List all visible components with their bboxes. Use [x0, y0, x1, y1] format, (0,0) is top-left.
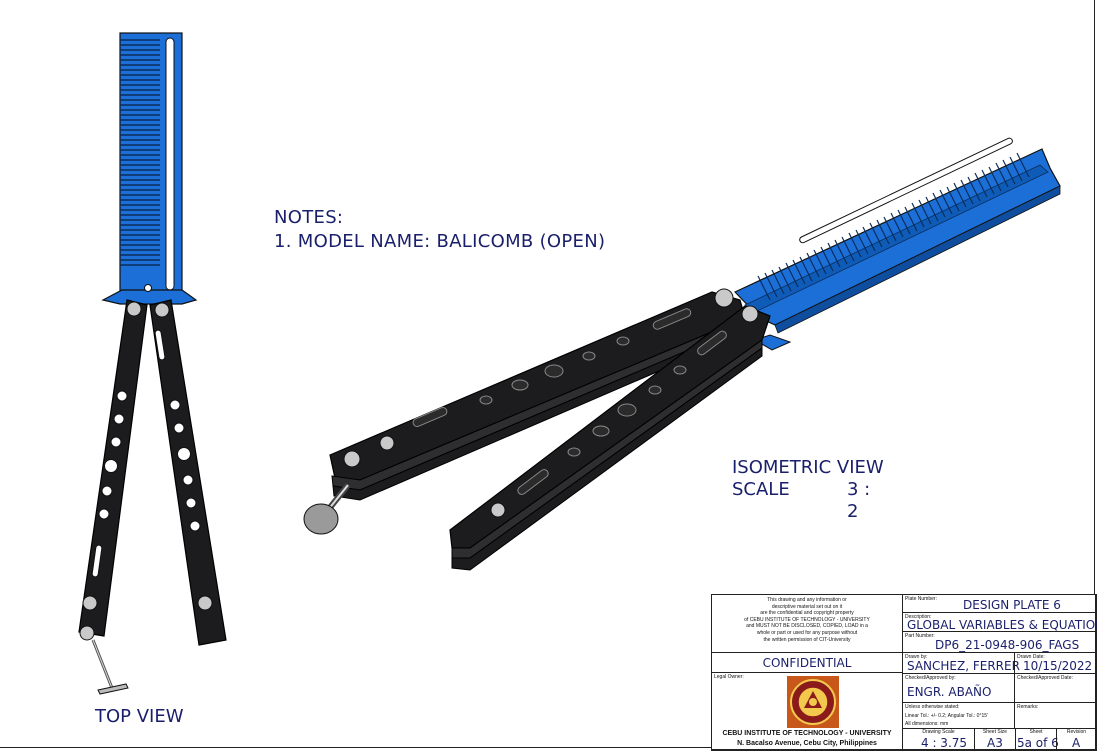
notice-line: whole or part or used for any purpose wi…	[756, 629, 858, 636]
tolerance-cell: Unless otherwise stated: Linear Tol.: +/…	[902, 702, 1015, 729]
top-view-label: TOP VIEW	[95, 706, 184, 727]
remarks-label: Remarks:	[1017, 704, 1039, 710]
notes-heading: NOTES:	[274, 207, 344, 228]
confidential-cell: CONFIDENTIAL	[711, 652, 903, 673]
sheet-cell: Sheet 5a of 6	[1015, 728, 1059, 751]
drawn-by-label: Drawn by:	[905, 654, 928, 660]
part-number-label: Part Number:	[905, 633, 935, 639]
legal-owner-cell: Legal Owner: CEBU INSTITUTE OF TECHNOLOG…	[711, 672, 903, 751]
drawing-scale-label: Drawing Scale	[922, 729, 955, 735]
confidential-notice: This drawing and any information or desc…	[711, 594, 903, 653]
drawn-date-cell: Drawn Date: 10/15/2022	[1014, 652, 1097, 674]
iso-lower-handle	[449, 305, 771, 571]
title-block: This drawing and any information or desc…	[711, 594, 1097, 751]
checked-date-cell: Checked/Approved Date:	[1014, 673, 1097, 703]
checked-by-label: Checked/Approved by:	[905, 675, 956, 681]
confidential-label: CONFIDENTIAL	[762, 656, 852, 670]
revision-value: A	[1072, 736, 1081, 750]
sheet-size-label: Sheet Size	[982, 729, 1008, 735]
isometric-scale-value: 3 : 2	[847, 479, 871, 522]
sheet-value: 5a of 6	[1017, 736, 1059, 750]
legal-owner-label: Legal Owner:	[714, 674, 744, 680]
drawing-scale-cell: Drawing Scale 4 : 3.75	[902, 728, 975, 751]
institution-address: N. Bacalso Avenue, Cebu City, Philippine…	[737, 740, 877, 747]
sheet-label: Sheet	[1029, 729, 1043, 735]
revision-label: Revision	[1066, 729, 1087, 735]
notice-line: This drawing and any information or	[767, 597, 847, 603]
drawn-by-value: SANCHEZ, FERRER	[907, 659, 1020, 673]
institution-name: CEBU INSTITUTE OF TECHNOLOGY - UNIVERSIT…	[722, 730, 892, 737]
description-label: Description:	[905, 614, 932, 620]
notes-item-model-name: 1. MODEL NAME: BALICOMB (OPEN)	[274, 231, 606, 252]
plate-number-cell: Plate Number: DESIGN PLATE 6	[902, 594, 1097, 613]
notice-line: of CEBU INSTITUTE OF TECHNOLOGY - UNIVER…	[744, 616, 870, 623]
top-view-right-handle	[149, 299, 227, 646]
top-view-comb-blade	[101, 32, 198, 305]
isometric-balicomb	[303, 137, 1061, 571]
top-view-balicomb	[78, 32, 227, 695]
dimensions-line: All dimensions: mm	[905, 721, 949, 727]
institution-seal-logo	[787, 676, 839, 728]
tolerance-title: Unless otherwise stated:	[905, 704, 960, 710]
revision-cell: Revision A	[1056, 728, 1097, 751]
checked-date-label: Checked/Approved Date:	[1017, 675, 1073, 681]
drawn-by-cell: Drawn by: SANCHEZ, FERRER	[902, 652, 1020, 674]
description-cell: Description: GLOBAL VARIABLES & EQUATION	[902, 612, 1097, 632]
isometric-view-label: ISOMETRIC VIEW SCALE 3 : 2	[732, 457, 884, 522]
description-value: GLOBAL VARIABLES & EQUATION	[907, 618, 1097, 632]
sheet-size-value: A3	[987, 736, 1003, 750]
drawn-date-label: Drawn Date:	[1017, 654, 1045, 660]
remarks-cell: Remarks:	[1014, 702, 1097, 729]
top-view-left-handle	[78, 299, 148, 641]
plate-number-value: DESIGN PLATE 6	[963, 598, 1061, 612]
notice-line: and MUST NOT BE DISCLOSED, COPIED, LOAD …	[746, 623, 868, 630]
drawn-date-value: 10/15/2022	[1023, 659, 1093, 673]
notice-line: descriptive material set out on it	[771, 603, 843, 610]
part-number-cell: Part Number: DP6_21-0948-906_FAGS	[902, 631, 1097, 653]
drawing-scale-value: 4 : 3.75	[921, 736, 968, 750]
sheet-size-cell: Sheet Size A3	[974, 728, 1016, 751]
part-number-value: DP6_21-0948-906_FAGS	[935, 638, 1080, 652]
notice-line: are the confidential and copyright prope…	[760, 610, 854, 617]
checked-by-value: ENGR. ABAÑO	[907, 685, 992, 699]
tolerance-line: Linear Tol.: +/- 0.2; Angular Tol.: 0°15…	[905, 713, 988, 719]
notice-line: the written permission of CIT-University	[763, 636, 851, 643]
top-view-latch	[91, 639, 129, 695]
iso-latch	[303, 483, 351, 535]
checked-by-cell: Checked/Approved by: ENGR. ABAÑO	[902, 673, 1015, 703]
isometric-view-title: ISOMETRIC VIEW	[732, 457, 884, 478]
plate-number-label: Plate Number:	[905, 596, 937, 602]
isometric-scale-label: SCALE	[732, 479, 790, 500]
iso-comb-blade	[733, 137, 1061, 351]
